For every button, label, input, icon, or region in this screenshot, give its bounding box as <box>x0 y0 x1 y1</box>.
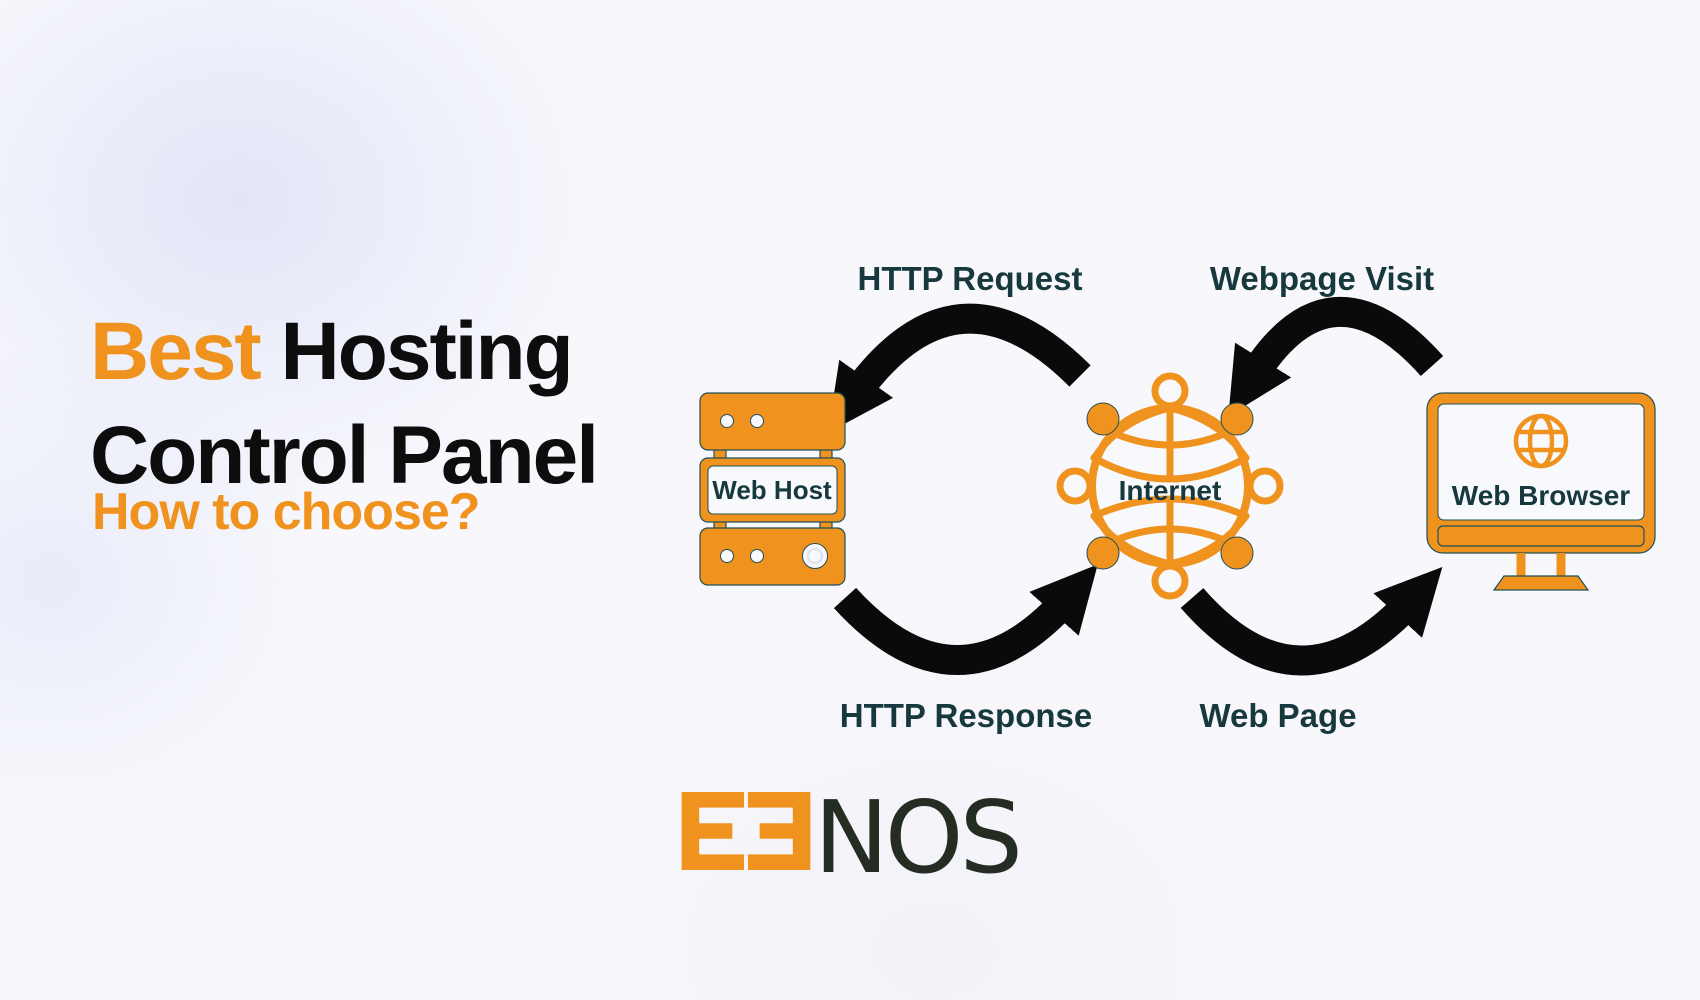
http-request-label: HTTP Request <box>858 260 1083 297</box>
web-host-icon: Web Host <box>699 392 846 586</box>
title-line2: Control Panel <box>90 410 599 501</box>
http-response-arrow <box>833 564 1098 675</box>
title-line1-rest: Hosting <box>280 306 574 397</box>
web-host-label: Web Host <box>712 475 832 505</box>
eenos-logo: NOS <box>680 779 1023 896</box>
page-subtitle: How to choose? <box>92 483 481 541</box>
page-title: Best Hosting Control Panel <box>90 300 599 508</box>
http-response-label: HTTP Response <box>840 697 1092 734</box>
globe-node-upper-left <box>1086 402 1120 436</box>
web-browser-label: Web Browser <box>1452 480 1631 511</box>
globe-node-right <box>1246 467 1284 505</box>
internet-label: Internet <box>1119 475 1222 506</box>
globe-node-upper-right <box>1220 402 1254 436</box>
logo-mark-icon <box>681 792 811 870</box>
http-request-arrow <box>828 303 1091 433</box>
globe-node-lower-right <box>1220 536 1254 570</box>
monitor-stand-base <box>1492 575 1590 591</box>
globe-node-bottom <box>1151 562 1189 600</box>
globe-node-top <box>1151 372 1189 410</box>
web-page-label: Web Page <box>1199 697 1356 734</box>
browser-globe-icon <box>1513 413 1569 469</box>
title-line1: Best Hosting <box>90 300 597 404</box>
globe-node-left <box>1056 467 1094 505</box>
logo-text: NOS <box>814 779 1023 896</box>
web-page-arrow <box>1180 566 1443 676</box>
title-highlight: Best <box>90 306 262 397</box>
web-browser-icon: Web Browser <box>1426 392 1656 591</box>
webpage-visit-arrow <box>1228 296 1444 417</box>
webpage-visit-label: Webpage Visit <box>1210 260 1434 297</box>
globe-node-lower-left <box>1086 536 1120 570</box>
internet-icon: Internet <box>1056 372 1284 600</box>
